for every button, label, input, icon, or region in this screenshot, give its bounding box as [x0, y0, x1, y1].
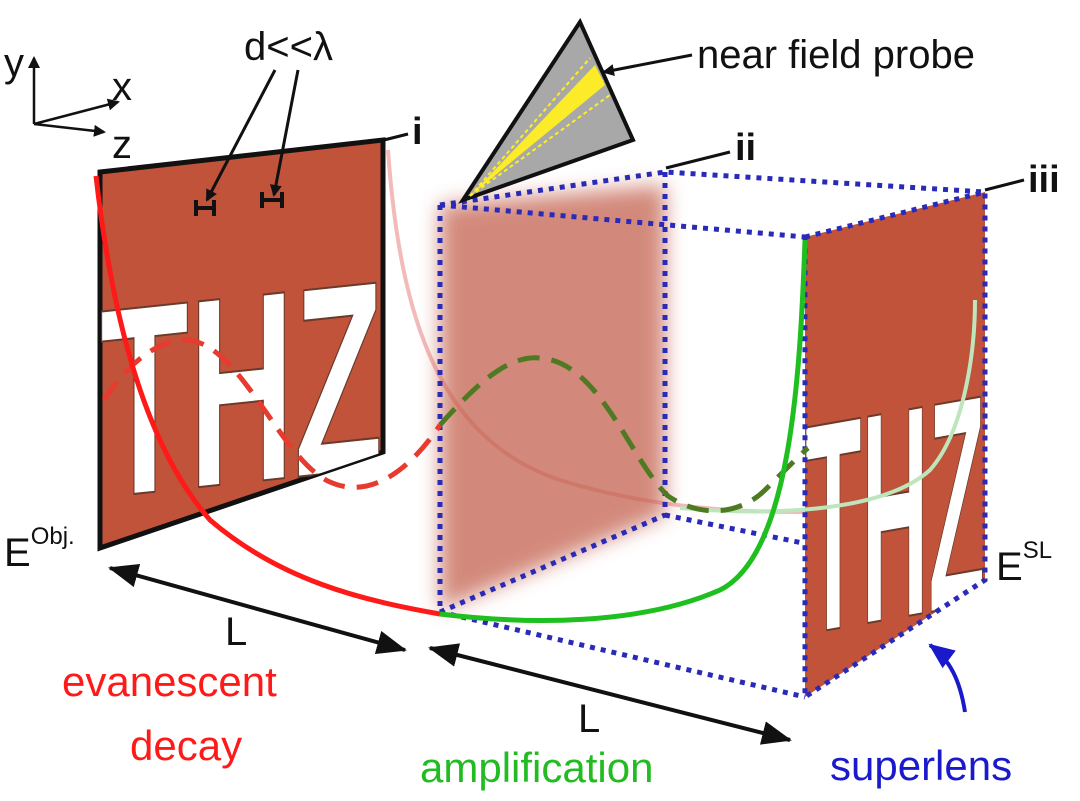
object-plane: THZ — [97, 137, 386, 555]
wave-olive-segment — [438, 355, 810, 514]
image-plate — [805, 192, 985, 697]
z-axis-arrow — [33, 122, 106, 137]
feature-size-annotation: d<<λ — [194, 25, 333, 216]
superlens-caption: superlens — [830, 742, 1012, 789]
near-field-probe: near field probe — [458, 17, 975, 204]
d-pointer-1 — [205, 69, 277, 202]
plane-iii-label: iii — [1028, 159, 1060, 201]
image-plane: THZ — [802, 188, 988, 702]
plane-ii-label: ii — [735, 127, 756, 169]
oscillating-wave — [101, 337, 810, 514]
probe-label: near field probe — [697, 33, 975, 77]
x-axis-label: x — [112, 65, 132, 109]
object-plate — [97, 137, 386, 552]
e-obj-label: EObj. — [4, 523, 75, 575]
y-axis-label: y — [4, 41, 24, 85]
captions: evanescent decay amplification superlens — [62, 643, 1012, 791]
d-pointer-2 — [269, 69, 300, 197]
plane-labels: i ii iii — [383, 111, 1060, 201]
distance-label-2: L — [578, 697, 600, 741]
probe-body — [458, 17, 636, 204]
d-lambda-label: d<<λ — [244, 25, 333, 69]
plane-ii-pointer — [665, 150, 731, 170]
distance-label-1: L — [225, 610, 247, 654]
e-sl-label: ESL — [996, 537, 1052, 589]
image-plate-border — [802, 188, 988, 702]
evanescent-caption-line1: evanescent — [62, 658, 277, 705]
x-axis-arrow — [33, 98, 120, 126]
superlens-pointer — [928, 643, 967, 713]
z-axis-label: z — [112, 123, 132, 167]
probe-beam-dash — [469, 57, 611, 197]
plane-i-pointer — [383, 132, 409, 142]
d-markers — [194, 192, 284, 216]
axes-indicator: y x z — [4, 41, 132, 167]
box-top-back-edge — [439, 169, 986, 208]
distance-arrow-2 — [428, 643, 792, 745]
amplification-caption: amplification — [420, 744, 653, 791]
probe-beam — [470, 65, 605, 196]
wave-red-segment — [101, 337, 443, 490]
box-bottom-left-edge — [439, 512, 666, 615]
faint-amplification-curve — [679, 299, 977, 514]
object-thz-text: THZ — [100, 224, 383, 555]
blurred-plate — [440, 185, 665, 610]
evanescent-caption-line2: decay — [130, 722, 242, 769]
distance-arrow-1 — [108, 563, 407, 655]
probe-pointer — [602, 53, 693, 76]
field-labels: EObj. ESL — [4, 523, 1052, 589]
plane-i-label: i — [412, 111, 423, 153]
image-thz-text: THZ — [805, 331, 985, 698]
near-field-plane — [440, 185, 665, 610]
box-bottom-front-edge — [439, 609, 806, 700]
amplification-curve — [439, 239, 808, 623]
distance-arrows: L L — [108, 563, 792, 745]
plane-iii-pointer — [984, 178, 1025, 192]
